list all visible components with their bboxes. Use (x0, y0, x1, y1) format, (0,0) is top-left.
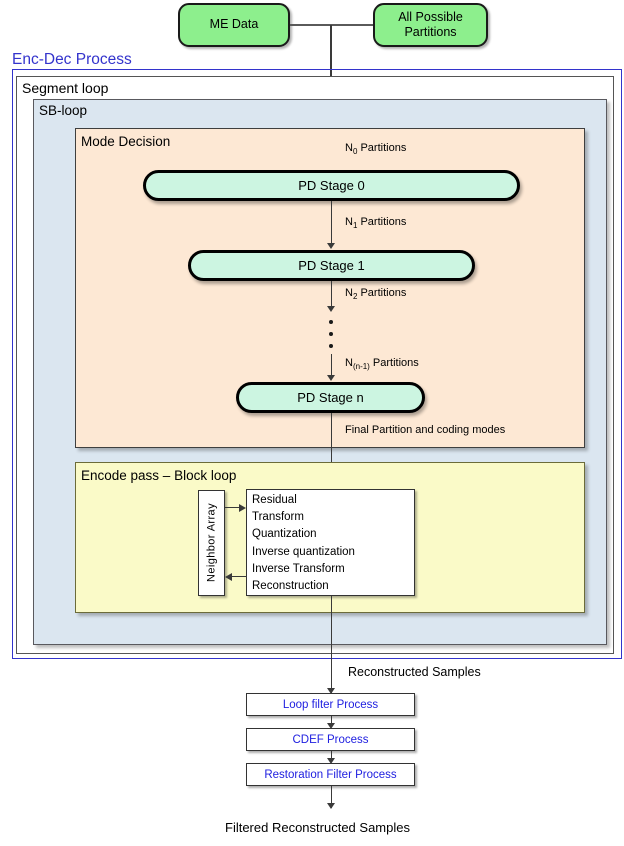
pd-stage-1-node[interactable]: PD Stage 1 (188, 250, 475, 281)
process-box-restoration-filter-label: Restoration Filter Process (264, 768, 397, 781)
block-step-inverse-transform: Inverse Transform (252, 562, 345, 575)
connector-stage-n-to-encode-pass (331, 413, 332, 489)
arrow-into-pd-stage-n (327, 375, 335, 381)
edge-label-n0-sub: 0 (352, 147, 358, 157)
connector-stage0-to-stage1 (331, 201, 332, 246)
block-step-reconstruction: Reconstruction (252, 580, 329, 593)
pd-stage-1-label: PD Stage 1 (298, 258, 365, 273)
process-box-loop-filter[interactable]: Loop filter Process (246, 693, 415, 716)
arrow-into-output-label (327, 803, 335, 809)
block-step-inverse-quantization: Inverse quantization (252, 545, 355, 558)
connector-neighbor-to-steps (225, 507, 241, 508)
arrow-toward-dots (327, 306, 335, 312)
block-step-transform: Transform (252, 511, 304, 524)
neighbor-array-box[interactable]: Neighbor Array (198, 490, 225, 596)
edge-label-n2-text: Partitions (357, 287, 407, 299)
edge-label-n0-partitions: N0 Partitions (345, 142, 406, 156)
edge-label-n2-partitions: N2 Partitions (345, 287, 406, 301)
block-step-quantization: Quantization (252, 528, 317, 541)
edge-label-n1-text: Partitions (357, 216, 407, 228)
process-box-cdef[interactable]: CDEF Process (246, 728, 415, 751)
edge-label-n0-text: Partitions (357, 142, 407, 154)
block-steps-list: Residual Transform Quantization Inverse … (247, 490, 414, 595)
mode-decision-title: Mode Decision (81, 134, 171, 149)
block-steps-box[interactable]: Residual Transform Quantization Inverse … (246, 489, 415, 596)
ellipsis-dot-3 (329, 344, 333, 348)
label-filtered-reconstructed-samples: Filtered Reconstructed Samples (225, 820, 410, 835)
edge-label-n0-base: N (345, 142, 353, 154)
input-node-all-possible-partitions[interactable]: All Possible Partitions (373, 3, 488, 47)
pd-stage-0-node[interactable]: PD Stage 0 (143, 170, 520, 201)
segment-loop-title: Segment loop (22, 80, 109, 96)
edge-label-nn1-text: Partitions (369, 357, 419, 369)
connector-block-loop-to-output (331, 596, 332, 694)
neighbor-array-label: Neighbor Array (205, 503, 218, 583)
process-box-restoration-filter[interactable]: Restoration Filter Process (246, 763, 415, 786)
encode-pass-title: Encode pass – Block loop (81, 468, 237, 483)
pd-stage-n-node[interactable]: PD Stage n (236, 382, 425, 413)
arrow-into-loop-filter (327, 688, 335, 694)
connector-dots-to-stage-n (331, 354, 332, 378)
pd-stage-n-label: PD Stage n (297, 390, 364, 405)
connector-cdef-to-restoration (331, 751, 332, 761)
label-reconstructed-samples: Reconstructed Samples (348, 665, 481, 679)
process-box-loop-filter-label: Loop filter Process (282, 698, 379, 711)
arrow-into-restoration-filter (327, 758, 335, 764)
edge-label-nn1-sub: (n-1) (352, 362, 370, 372)
arrow-into-pd-stage-1 (327, 243, 335, 249)
block-step-residual: Residual (252, 494, 297, 506)
edge-label-nn1-base: N (345, 357, 353, 369)
pd-stage-0-label: PD Stage 0 (298, 178, 365, 193)
edge-label-n2-sub: 2 (352, 292, 358, 302)
connector-loop-filter-to-cdef (331, 716, 332, 726)
input-node-me-data-label: ME Data (209, 17, 259, 32)
edge-label-n1-partitions: N1 Partitions (345, 216, 406, 230)
edge-label-nn1-partitions: N(n-1) Partitions (345, 357, 419, 371)
process-box-cdef-label: CDEF Process (292, 733, 369, 746)
arrow-into-cdef (327, 723, 335, 729)
sb-loop-title: SB-loop (39, 103, 88, 118)
edge-label-n2-base: N (345, 287, 353, 299)
enc-dec-process-container (12, 69, 622, 659)
input-node-all-possible-partitions-label: All Possible Partitions (398, 9, 463, 39)
edge-label-n1-sub: 1 (352, 221, 358, 231)
enc-dec-process-title: Enc-Dec Process (12, 51, 132, 68)
edge-label-final-partition: Final Partition and coding modes (345, 424, 506, 436)
edge-label-n1-base: N (345, 216, 353, 228)
ellipsis-dot-1 (329, 320, 333, 324)
arrow-steps-to-neighbor (225, 573, 232, 581)
connector-restoration-to-output (331, 786, 332, 808)
arrow-neighbor-to-steps (239, 504, 246, 512)
connector-steps-to-neighbor (232, 576, 247, 577)
input-node-me-data[interactable]: ME Data (178, 3, 290, 47)
connector-stage1-to-dots (331, 281, 332, 309)
ellipsis-dot-2 (329, 332, 333, 336)
